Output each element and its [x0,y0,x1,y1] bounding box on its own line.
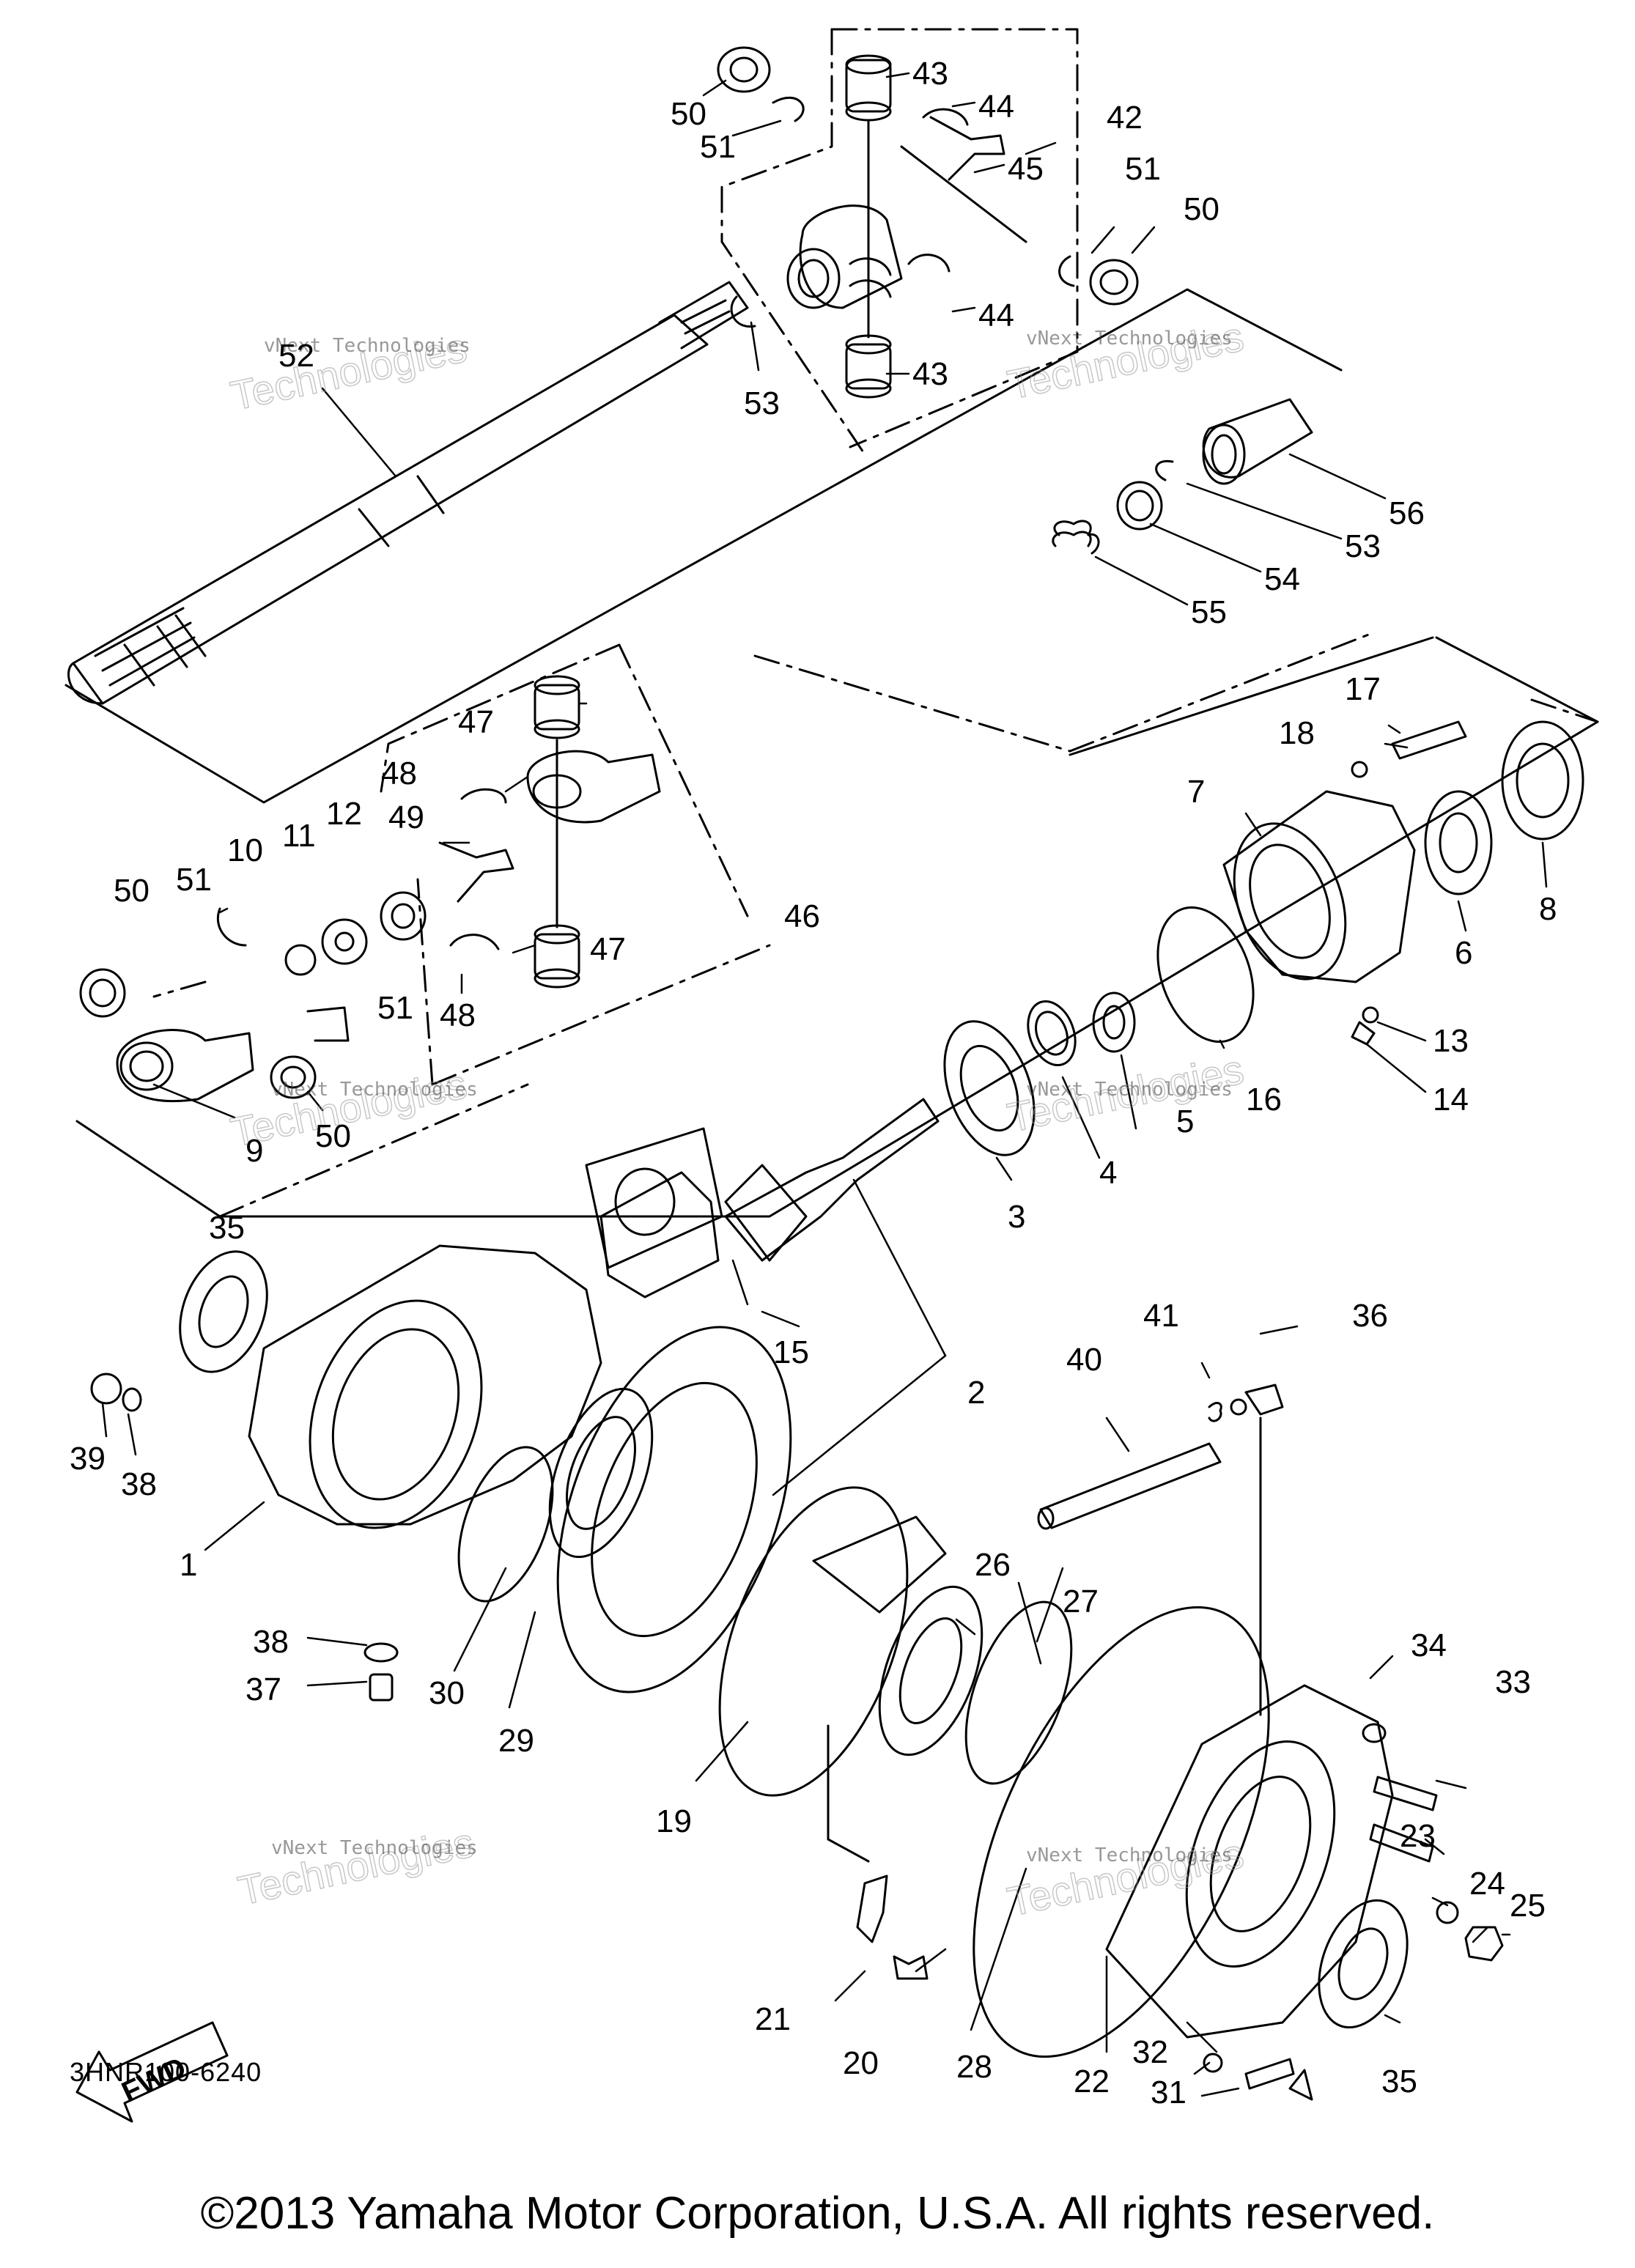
callout-3: 3 [1008,1199,1025,1235]
callout-43: 43 [912,56,948,92]
callout-51: 51 [377,990,413,1026]
gear-case-housing [90,1127,723,1702]
callout-32: 32 [1132,2034,1168,2070]
copyright-notice: ©2013 Yamaha Motor Corporation, U.S.A. A… [200,2188,1435,2239]
callout-56: 56 [1389,495,1425,531]
callout-33: 33 [1495,1664,1531,1700]
callout-30: 30 [429,1675,465,1711]
callout-10: 10 [227,832,263,868]
callout-38: 38 [121,1466,157,1502]
callout-44: 44 [978,89,1014,125]
upper-universal-joint [717,46,1139,399]
callout-26: 26 [975,1547,1011,1583]
lower-universal-joint [79,675,661,1103]
callout-15: 15 [773,1334,809,1370]
callout-24: 24 [1469,1866,1505,1902]
callout-7: 7 [1187,774,1205,810]
callout-51: 51 [1125,151,1161,187]
callout-2: 2 [967,1375,985,1411]
watermark-small: vNext Technologies [1026,1079,1233,1101]
callout-47: 47 [458,704,494,740]
callout-25: 25 [1510,1888,1546,1924]
assembly-boundary-lines [152,28,1599,1218]
callout-54: 54 [1264,561,1300,597]
leader-lines [101,72,1548,2097]
callout-31: 31 [1151,2075,1186,2110]
part-callouts: 50 51 43 44 42 45 51 50 44 43 53 52 56 5… [70,56,1557,2110]
callout-20: 20 [843,2045,879,2081]
watermark-group: Technologies vNext Technologies Technolo… [226,312,1248,1925]
callout-22: 22 [1074,2064,1110,2099]
callout-35: 35 [209,1210,245,1246]
callout-23: 23 [1400,1818,1436,1854]
watermark-small: vNext Technologies [264,335,470,357]
callout-36: 36 [1352,1298,1388,1334]
callout-42: 42 [1107,100,1143,136]
watermark-small: vNext Technologies [1026,1844,1233,1866]
pinion-bearing-housing [724,720,1584,1262]
callout-27: 27 [1063,1584,1099,1619]
callout-39: 39 [70,1441,106,1477]
callout-47: 47 [590,931,626,967]
callout-44: 44 [978,298,1014,333]
pin-and-clip [1037,1384,1284,1716]
callout-49: 49 [388,799,424,835]
callout-51: 51 [176,862,212,898]
callout-18: 18 [1279,715,1315,751]
callout-51: 51 [700,129,736,165]
callout-16: 16 [1246,1082,1282,1118]
callout-29: 29 [498,1723,534,1759]
callout-17: 17 [1345,671,1381,707]
callout-19: 19 [656,1803,692,1839]
callout-45: 45 [1008,151,1044,187]
drawing-code: 3HNR100-6240 [70,2057,262,2087]
callout-6: 6 [1455,935,1472,971]
callout-50: 50 [114,873,150,909]
callout-48: 48 [440,997,476,1033]
watermark-small: vNext Technologies [271,1837,478,1859]
callout-50: 50 [671,96,706,132]
callout-35: 35 [1381,2064,1417,2099]
watermark-small: vNext Technologies [271,1079,478,1101]
callout-13: 13 [1433,1023,1469,1059]
watermark-large: Technologies [234,1819,478,1914]
callout-50: 50 [1184,191,1219,227]
callout-11: 11 [282,818,316,854]
fwd-direction-arrow [75,2021,229,2123]
callout-53: 53 [1345,528,1381,564]
callout-37: 37 [246,1672,281,1707]
callout-50: 50 [315,1118,351,1154]
callout-28: 28 [956,2049,992,2085]
watermark-small: vNext Technologies [1026,328,1233,350]
ring-gear-and-rear-case [457,1326,1504,2101]
callout-41: 41 [1143,1298,1179,1334]
callout-21: 21 [755,2001,791,2037]
callout-8: 8 [1539,891,1557,927]
callout-38: 38 [253,1624,289,1660]
callout-52: 52 [278,338,314,374]
callout-53: 53 [744,385,780,421]
callout-12: 12 [326,796,362,832]
assembly-outline-lines [64,288,1599,1218]
callout-1: 1 [180,1547,197,1583]
coupling-assembly [1052,398,1313,555]
callout-9: 9 [246,1133,263,1169]
drive-shaft [67,281,749,705]
callout-5: 5 [1176,1104,1194,1139]
callout-46: 46 [784,898,820,934]
callout-4: 4 [1099,1155,1117,1191]
callout-40: 40 [1066,1342,1102,1378]
callout-48: 48 [381,756,417,791]
callout-34: 34 [1411,1628,1447,1663]
callout-55: 55 [1191,594,1227,630]
callout-43: 43 [912,356,948,392]
callout-14: 14 [1433,1082,1469,1118]
